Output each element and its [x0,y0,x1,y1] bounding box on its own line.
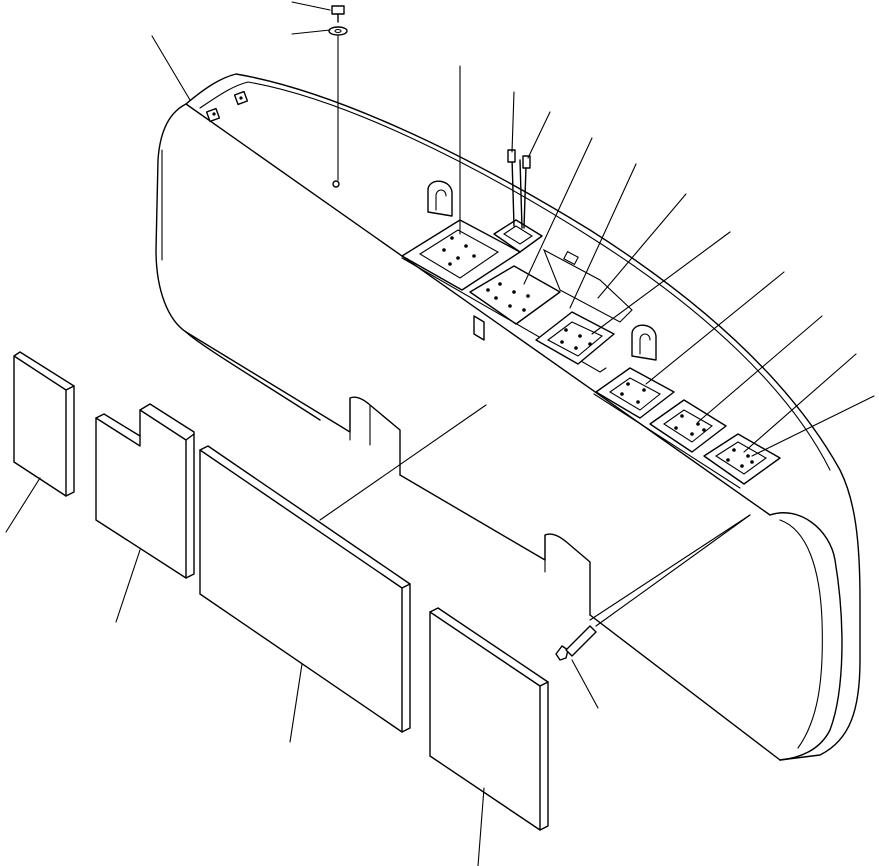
cover-plate-3 [535,311,615,365]
bolt-hole-icon [332,180,340,188]
connector-icon [493,219,543,253]
cover-plate-4 [595,367,675,419]
cover-plate-1 [401,219,521,291]
bolt-icon [331,5,345,15]
cover-plate-2 [401,257,607,373]
pad-2 [95,403,195,579]
counterweight [155,73,861,761]
leader-lines [5,1,875,866]
pad-4 [429,607,549,831]
bolt-icon [555,645,569,661]
washer-icon [328,26,348,36]
lifting-eye-icon [631,324,657,361]
harness-connector [493,149,543,253]
cover-plate-5 [593,393,741,489]
washer [328,26,348,36]
mounting-bolt [555,514,751,661]
cover-plate-6 [703,433,781,485]
cap-bolt [331,5,345,23]
lifting-eye-icon [427,180,453,217]
pad-1 [13,351,75,497]
pad-3 [199,445,411,733]
